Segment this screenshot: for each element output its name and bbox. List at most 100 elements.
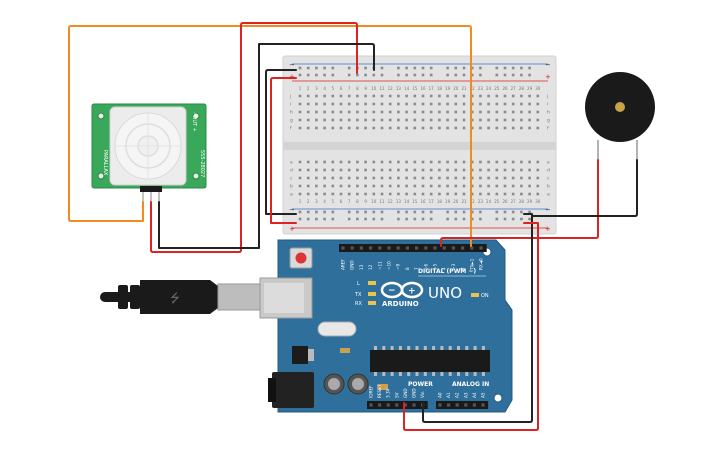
header-pin[interactable]	[412, 403, 416, 407]
breadboard-hole	[429, 102, 433, 106]
breadboard-hole	[413, 102, 417, 106]
breadboard-hole	[454, 184, 458, 188]
breadboard-hole	[511, 102, 515, 106]
header-pin[interactable]	[461, 246, 465, 250]
breadboard-hole	[413, 217, 417, 221]
header-pin[interactable]	[350, 246, 354, 250]
breadboard-hole	[511, 210, 515, 214]
header-pin[interactable]	[378, 403, 382, 407]
buzzer-center	[615, 102, 625, 112]
header-pin[interactable]	[395, 403, 399, 407]
breadboard-hole	[315, 184, 318, 188]
header-pin-label: RX◄0	[479, 258, 484, 270]
breadboard-hole	[306, 176, 310, 180]
breadboard-hole	[306, 110, 310, 114]
header-pin[interactable]	[387, 246, 391, 250]
breadboard-hole	[405, 192, 408, 196]
breadboard-row-letter: f	[547, 126, 549, 132]
header-pin[interactable]	[479, 246, 483, 250]
breadboard-hole	[347, 110, 351, 114]
breadboard-hole	[470, 66, 474, 70]
breadboard-hole	[429, 217, 433, 221]
breadboard-hole	[388, 184, 392, 188]
breadboard-hole	[495, 102, 499, 106]
breadboard-hole	[298, 184, 302, 188]
reset-button-cap[interactable]	[295, 252, 307, 264]
chip-pin	[481, 372, 485, 376]
breadboard-column-number: 21	[461, 199, 467, 204]
breadboard-hole	[470, 94, 474, 98]
arduino-uno: − + ARDUINO UNO L TX RX ON DIGITAL (PWM …	[259, 239, 513, 413]
breadboard-hole	[511, 160, 515, 164]
wire-black-pir-ground	[158, 43, 375, 249]
breadboard-hole	[298, 73, 302, 77]
header-pin[interactable]	[405, 246, 409, 250]
breadboard-hole	[495, 94, 499, 98]
header-pin[interactable]	[438, 403, 442, 407]
breadboard-hole	[298, 118, 302, 122]
breadboard-hole	[429, 118, 433, 122]
breadboard-hole	[372, 102, 376, 106]
breadboard-hole	[315, 94, 318, 98]
breadboard-column-number: 16	[420, 86, 426, 91]
breadboard-hole	[454, 192, 458, 196]
header-pin[interactable]	[359, 246, 363, 250]
header-pin[interactable]	[464, 403, 468, 407]
breadboard-hole	[405, 110, 408, 114]
breadboard-hole	[421, 192, 425, 196]
breadboard-hole	[446, 102, 449, 106]
breadboard-hole	[429, 176, 433, 180]
breadboard-hole	[511, 176, 515, 180]
header-pin[interactable]	[455, 403, 459, 407]
header-pin-label: A0	[438, 392, 443, 398]
breadboard-hole	[323, 126, 326, 130]
breadboard-hole	[438, 160, 441, 164]
header-pin[interactable]	[424, 246, 428, 250]
breadboard-column-number: 9	[364, 199, 367, 204]
breadboard-hole	[372, 192, 376, 196]
usb-cable-ridge	[118, 285, 128, 309]
header-pin[interactable]	[447, 403, 451, 407]
wire-orange-pir-out	[68, 25, 472, 247]
breadboard-hole	[356, 102, 359, 106]
breadboard-hole	[405, 73, 408, 77]
breadboard-column-number: 8	[356, 86, 359, 91]
header-pin-label: 2	[460, 267, 465, 270]
breadboard-hole	[364, 176, 367, 180]
breadboard-hole	[339, 184, 343, 188]
header-pin[interactable]	[396, 246, 400, 250]
breadboard-hole	[306, 217, 310, 221]
header-pin[interactable]	[433, 246, 437, 250]
header-pin[interactable]	[472, 403, 476, 407]
breadboard-hole	[470, 210, 474, 214]
rail-plus-label-bottom: +	[289, 225, 295, 233]
header-pin[interactable]	[415, 246, 419, 250]
breadboard-hole	[315, 160, 318, 164]
breadboard-hole	[429, 66, 433, 70]
breadboard-hole	[429, 168, 433, 172]
header-pin[interactable]	[451, 246, 455, 250]
breadboard-column-number: 19	[445, 86, 451, 91]
header-pin[interactable]	[481, 403, 485, 407]
breadboard-column-number: 14	[404, 199, 410, 204]
breadboard-hole	[470, 192, 474, 196]
header-pin-label: ~6	[423, 263, 428, 270]
wire-red-pir-power	[150, 22, 358, 253]
header-pin[interactable]	[403, 403, 407, 407]
chip-pin	[481, 346, 485, 350]
header-pin[interactable]	[369, 246, 373, 250]
header-pin[interactable]	[386, 403, 390, 407]
breadboard-hole	[528, 126, 531, 130]
breadboard-hole	[479, 102, 482, 106]
breadboard-hole	[454, 168, 458, 172]
header-pin[interactable]	[470, 246, 474, 250]
header-pin[interactable]	[378, 246, 382, 250]
header-pin[interactable]	[369, 403, 373, 407]
breadboard-hole	[479, 176, 482, 180]
breadboard-hole	[446, 73, 449, 77]
header-pin[interactable]	[442, 246, 446, 250]
header-pin[interactable]	[341, 246, 345, 250]
breadboard-hole	[454, 176, 458, 180]
breadboard-hole	[380, 210, 384, 214]
